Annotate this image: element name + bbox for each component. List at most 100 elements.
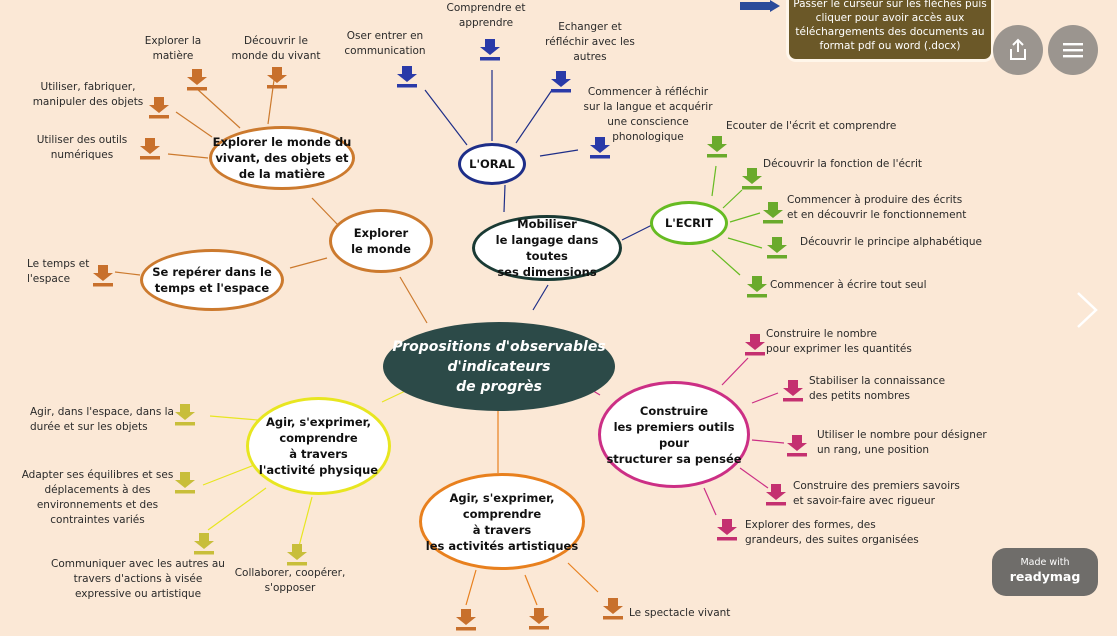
node-activite-physique: Agir, s'exprimer, comprendre à travers l…	[246, 397, 391, 495]
label-temps-espace: Le temps et l'espace	[27, 258, 90, 285]
share-icon	[1010, 38, 1026, 60]
label-communiquer: Communiquer avec les autres au travers d…	[51, 558, 225, 600]
download-tooltip: Passer le curseur sur les flèches puis c…	[786, 0, 994, 62]
download-arrow-icon[interactable]	[148, 96, 170, 120]
connector-line	[515, 89, 553, 144]
download-arrow-icon[interactable]	[193, 532, 215, 556]
download-arrow-icon[interactable]	[746, 275, 768, 299]
download-arrow-icon[interactable]	[766, 236, 788, 260]
top-arrow-icon	[740, 0, 780, 12]
connector-line	[114, 271, 141, 276]
download-arrow-icon[interactable]	[706, 135, 728, 159]
connector-line	[424, 89, 468, 146]
chevron-right-icon[interactable]	[1074, 290, 1100, 330]
made-with-readymag-badge[interactable]: Made with readymag	[992, 548, 1098, 596]
download-arrow-icon[interactable]	[396, 65, 418, 89]
mind-map-canvas	[114, 70, 785, 606]
connector-line	[539, 149, 579, 157]
connector-line	[703, 487, 717, 516]
download-arrow-icon[interactable]	[716, 518, 738, 542]
connector-line	[297, 496, 313, 551]
connector-line	[721, 357, 749, 386]
download-arrow-icon[interactable]	[479, 38, 501, 62]
download-arrow-icon[interactable]	[139, 137, 161, 161]
node-mobiliser-langage: Mobiliser le langage dans toutes ses dim…	[472, 215, 622, 281]
connector-line	[621, 224, 653, 241]
label-rang-position: Utiliser le nombre pour désigner un rang…	[817, 429, 987, 456]
node-activites-artistiques: Agir, s'exprimer, comprendre à travers l…	[419, 473, 585, 570]
connector-line	[195, 87, 241, 129]
connector-line	[722, 189, 743, 209]
download-arrow-icon[interactable]	[602, 597, 624, 621]
download-arrow-icon[interactable]	[455, 608, 477, 632]
label-agir-espace: Agir, dans l'espace, dans la durée et su…	[30, 406, 174, 433]
node-construire-outils: Construire les premiers outils pour stru…	[598, 381, 750, 488]
connector-line	[711, 165, 717, 197]
download-arrow-icon[interactable]	[92, 264, 114, 288]
label-spectacle-vivant: Le spectacle vivant	[629, 607, 731, 619]
badge-brand-text: readymag	[1009, 569, 1081, 584]
connector-line	[751, 439, 785, 444]
download-arrow-icon[interactable]	[550, 70, 572, 94]
tooltip-text: Passer le curseur sur les flèches puis c…	[793, 0, 987, 52]
download-arrow-icon[interactable]	[741, 167, 763, 191]
menu-button[interactable]	[1048, 25, 1098, 75]
badge-small-text: Made with	[1020, 557, 1070, 568]
node-temps-espace: Se repérer dans le temps et l'espace	[140, 249, 284, 311]
connector-line	[465, 569, 477, 606]
label-collaborer: Collaborer, coopérer, s'opposer	[234, 567, 346, 594]
label-principe-alphabetique: Découvrir le principe alphabétique	[800, 236, 982, 248]
label-explorer-matiere: Explorer la matière	[144, 35, 202, 62]
connector-line	[207, 487, 267, 531]
connector-line	[711, 249, 741, 276]
label-ecrire-seul: Commencer à écrire tout seul	[770, 279, 927, 291]
connector-line	[503, 184, 506, 213]
label-formes-grandeurs: Explorer des formes, des grandeurs, des …	[745, 519, 919, 546]
connector-line	[399, 276, 428, 324]
connector-line	[311, 197, 339, 226]
label-echanger: Echanger et réfléchir avec les autres	[545, 21, 635, 63]
connector-line	[729, 212, 761, 223]
label-fonction-ecrit: Découvrir la fonction de l'écrit	[763, 158, 923, 170]
label-outils-numeriques: Utiliser des outils numériques	[36, 134, 128, 161]
connector-line	[727, 237, 763, 249]
connector-line	[524, 574, 538, 606]
connector-line	[567, 562, 599, 593]
connector-line	[175, 111, 213, 138]
label-ecouter-ecrit: Ecouter de l'écrit et comprendre	[726, 120, 897, 132]
label-oser-communication: Oser entrer en communication	[344, 30, 426, 57]
download-arrow-icon[interactable]	[762, 201, 784, 225]
download-arrow-icon[interactable]	[174, 403, 196, 427]
connector-line	[289, 257, 328, 269]
node-explorer-le-monde: Explorer le monde	[329, 209, 433, 273]
label-comprendre-apprendre: Comprendre et apprendre	[446, 2, 526, 29]
label-decouvrir-vivant: Découvrir le monde du vivant	[231, 35, 321, 62]
download-arrow-icon[interactable]	[786, 434, 808, 458]
connector-line	[167, 153, 209, 159]
download-arrow-icon[interactable]	[286, 543, 308, 567]
node-monde-vivant: Explorer le monde du vivant, des objets …	[209, 126, 355, 190]
download-arrow-icon[interactable]	[186, 68, 208, 92]
download-arrow-icon[interactable]	[782, 379, 804, 403]
node-ecrit: L'ECRIT	[650, 201, 728, 245]
download-arrow-icon[interactable]	[765, 483, 787, 507]
connector-line	[751, 392, 779, 404]
label-petits-nombres: Stabiliser la connaissance des petits no…	[809, 375, 946, 402]
node-oral: L'ORAL	[458, 143, 526, 185]
label-utiliser-fabriquer: Utiliser, fabriquer, manipuler des objet…	[32, 81, 144, 108]
label-premiers-savoirs: Construire des premiers savoirs et savoi…	[793, 480, 960, 507]
label-reflechir-langue: Commencer à réfléchir sur la langue et a…	[583, 86, 713, 143]
connector-line	[739, 467, 769, 489]
download-arrow-icon[interactable]	[744, 333, 766, 357]
hamburger-menu-icon	[1063, 43, 1083, 58]
label-construire-nombre: Construire le nombre pour exprimer les q…	[766, 328, 912, 355]
download-arrow-icon[interactable]	[589, 136, 611, 160]
download-arrow-icon[interactable]	[266, 66, 288, 90]
download-arrow-icon[interactable]	[528, 607, 550, 631]
label-produire-ecrits: Commencer à produire des écrits et en dé…	[787, 194, 967, 221]
label-equilibres: Adapter ses équilibres et ses déplacemen…	[21, 469, 174, 526]
central-node: Propositions d'observables d'indicateurs…	[383, 322, 615, 411]
connector-line	[532, 284, 549, 311]
share-button[interactable]	[993, 25, 1043, 75]
download-arrow-icon[interactable]	[174, 471, 196, 495]
